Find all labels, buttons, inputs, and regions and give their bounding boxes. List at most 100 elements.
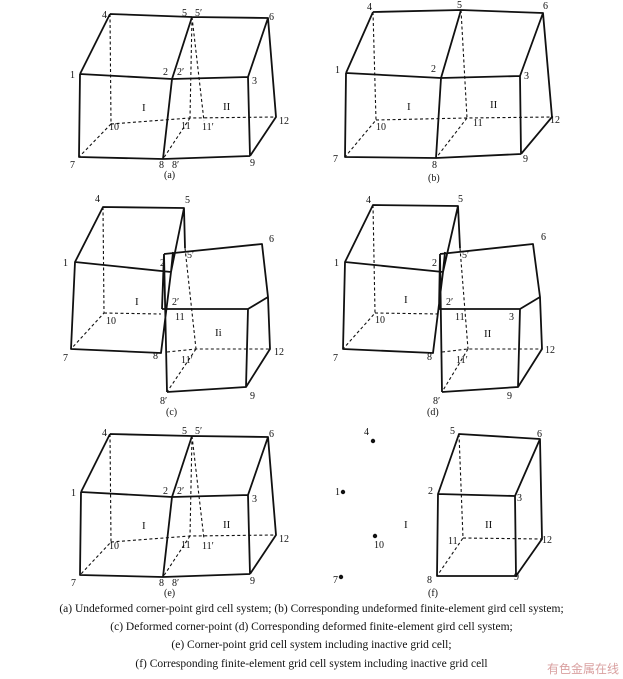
node-label: 4 bbox=[364, 427, 369, 438]
panel-label: (c) bbox=[166, 407, 177, 418]
node-label: 10 bbox=[376, 122, 386, 133]
node-label: 7 bbox=[333, 154, 338, 165]
panel-label: (e) bbox=[164, 588, 175, 599]
node-label: 2 bbox=[428, 486, 433, 497]
cell-label: I bbox=[404, 294, 408, 306]
node-label: 3 bbox=[524, 71, 529, 82]
node-label: 7 bbox=[71, 578, 76, 589]
node-label: 12 bbox=[279, 534, 289, 545]
node-label: 6 bbox=[269, 234, 274, 245]
cell-label: I bbox=[142, 520, 146, 532]
node-label: 11 bbox=[448, 536, 458, 547]
panel-d: 1 2 2′ 3 4 5 5′ 6 7 8 8′ 9 10 11 11′ 12 … bbox=[333, 194, 555, 418]
node-label: 8′ bbox=[172, 160, 179, 171]
node-label: 6 bbox=[269, 429, 274, 440]
node-label: 1 bbox=[335, 65, 340, 76]
cell-label: II bbox=[485, 519, 493, 531]
panel-label: (a) bbox=[164, 170, 175, 181]
cell-label: II bbox=[490, 99, 498, 111]
node-label: 5 bbox=[457, 0, 462, 11]
cell-label: II bbox=[484, 328, 492, 340]
node-label: 5′ bbox=[462, 250, 469, 261]
node-label: 7 bbox=[70, 160, 75, 171]
node-label: 4 bbox=[366, 195, 371, 206]
node-point bbox=[338, 574, 344, 580]
node-label: 1 bbox=[334, 258, 339, 269]
node-label: 7 bbox=[63, 353, 68, 364]
node-label: 4 bbox=[367, 2, 372, 13]
node-label: 12 bbox=[279, 116, 289, 127]
node-label: 10 bbox=[106, 316, 116, 327]
node-label: 5′ bbox=[195, 8, 202, 19]
cell-label: I bbox=[404, 519, 408, 531]
node-label: 3 bbox=[252, 494, 257, 505]
node-label: 6 bbox=[269, 12, 274, 23]
node-label: 9 bbox=[250, 158, 255, 169]
node-label: 4 bbox=[95, 194, 100, 205]
node-label: 12 bbox=[545, 345, 555, 356]
cell-label: II bbox=[223, 519, 231, 531]
node-label: 5 bbox=[458, 194, 463, 205]
node-label: 2 bbox=[432, 258, 437, 269]
node-label: 5′ bbox=[187, 250, 194, 261]
node-label: 8 bbox=[153, 351, 158, 362]
node-label: 11′ bbox=[181, 355, 193, 366]
node-label: 2′ bbox=[446, 297, 453, 308]
node-label: 12 bbox=[550, 115, 560, 126]
node-label: 9 bbox=[250, 391, 255, 402]
panel-c: 1 2 2′ 4 5 5′ 6 7 8 8′ 9 10 11 11′ 12 I … bbox=[63, 194, 284, 418]
node-label: 7 bbox=[333, 575, 338, 586]
node-label: 5 bbox=[182, 8, 187, 19]
node-label: 9 bbox=[507, 391, 512, 402]
panel-f: 1 2 3 4 5 6 7 8 9 10 11 12 I II (f) bbox=[333, 426, 552, 599]
node-label: 6 bbox=[541, 232, 546, 243]
node-label: 1 bbox=[63, 258, 68, 269]
node-label: 8 bbox=[159, 160, 164, 171]
panel-b: 1 2 3 4 5 6 7 8 9 10 11 12 I II (b) bbox=[333, 0, 560, 184]
node-label: 10 bbox=[375, 315, 385, 326]
cell-label: Ii bbox=[215, 327, 222, 339]
node-label: 2 bbox=[431, 64, 436, 75]
node-label: 1 bbox=[71, 488, 76, 499]
node-label: 11′ bbox=[202, 541, 214, 552]
node-label: 9 bbox=[514, 572, 519, 583]
node-label: 9 bbox=[250, 576, 255, 587]
watermark: 有色金属在线 bbox=[546, 662, 619, 676]
node-label: 4 bbox=[102, 428, 107, 439]
node-label: 2′ bbox=[177, 486, 184, 497]
panel-a: 1 2 2′ 3 4 5 5′ 6 7 8 8′ 9 10 11 11′ 12 … bbox=[70, 8, 289, 181]
node-label: 9 bbox=[523, 154, 528, 165]
node-label: 8 bbox=[159, 578, 164, 589]
node-label: 2 bbox=[163, 67, 168, 78]
node-point bbox=[340, 489, 346, 495]
node-label: 6 bbox=[537, 429, 542, 440]
node-label: 8′ bbox=[433, 396, 440, 407]
caption-line: (c) Deformed corner-point (d) Correspond… bbox=[110, 621, 513, 633]
node-label: 5 bbox=[185, 195, 190, 206]
corner-point-grid-diagram: 1 2 2′ 3 4 5 5′ 6 7 8 8′ 9 10 11 11′ 12 … bbox=[63, 0, 560, 599]
node-label: 11 bbox=[181, 121, 191, 132]
node-label: 6 bbox=[543, 1, 548, 12]
node-label: 8′ bbox=[160, 396, 167, 407]
node-label: 11 bbox=[473, 118, 483, 129]
node-label: 8′ bbox=[172, 578, 179, 589]
node-label: 11 bbox=[181, 540, 191, 551]
node-label: 11′ bbox=[202, 122, 214, 133]
node-label: 8 bbox=[432, 160, 437, 171]
node-label: 5 bbox=[450, 426, 455, 437]
node-label: 11′ bbox=[456, 355, 468, 366]
node-label: 2 bbox=[163, 486, 168, 497]
node-label: 11 bbox=[175, 312, 185, 323]
panel-label: (f) bbox=[428, 588, 438, 599]
cell-label: I bbox=[142, 102, 146, 114]
node-label: 3 bbox=[252, 76, 257, 87]
node-label: 2′ bbox=[177, 67, 184, 78]
node-label: 4 bbox=[102, 10, 107, 21]
node-label: 1 bbox=[70, 70, 75, 81]
node-label: 7 bbox=[333, 353, 338, 364]
cell-label: I bbox=[407, 101, 411, 113]
node-label: 5′ bbox=[195, 426, 202, 437]
node-label: 3 bbox=[517, 493, 522, 504]
node-label: 8 bbox=[427, 575, 432, 586]
cell-label: I bbox=[135, 296, 139, 308]
